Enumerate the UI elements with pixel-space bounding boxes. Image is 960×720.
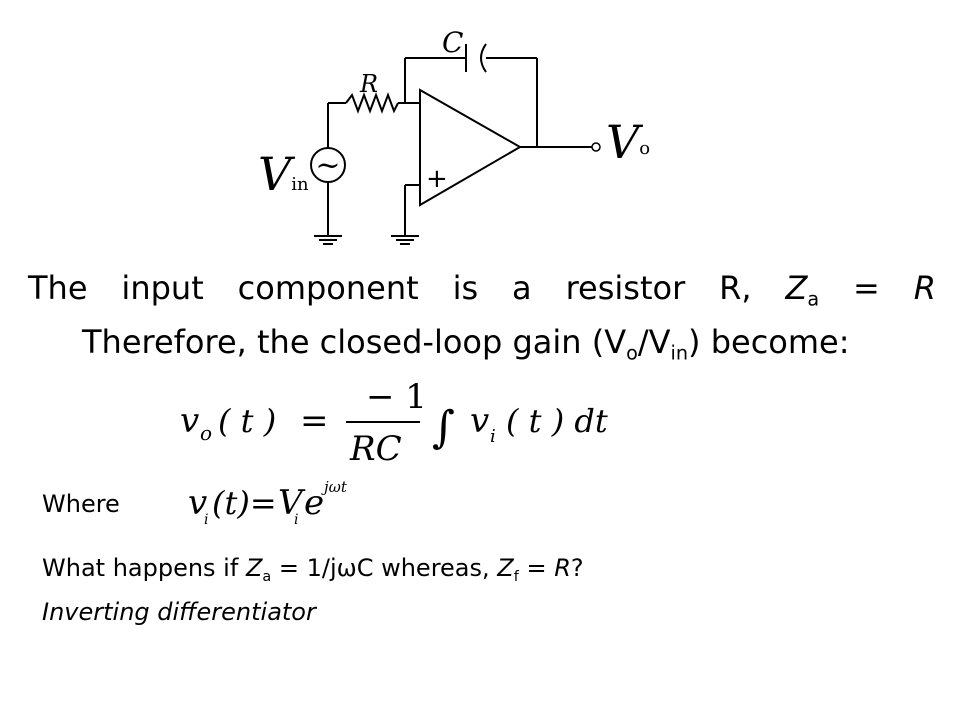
output-terminal xyxy=(591,142,601,152)
vo-label: Vo xyxy=(606,115,650,169)
word: component xyxy=(237,269,419,307)
svg-text:− 1: − 1 xyxy=(366,377,427,417)
svg-text:o: o xyxy=(200,421,212,445)
resistor-label: R xyxy=(359,70,378,98)
capacitor-plate-curved xyxy=(480,43,487,73)
svg-text:v: v xyxy=(180,401,199,441)
answer-line: Inverting differentiator xyxy=(42,598,316,626)
word: R, xyxy=(719,269,752,307)
svg-text:V: V xyxy=(278,483,306,523)
where-equation: v i (t)= V i e jωt xyxy=(188,478,348,528)
svg-text:( t ) dt: ( t ) dt xyxy=(506,402,608,440)
ac-source-symbol xyxy=(310,147,346,183)
svg-text:RC: RC xyxy=(349,429,402,468)
integrator-equation: v o ( t ) = − 1 RC ∫ v i ( t ) dt xyxy=(180,377,608,468)
svg-text:i: i xyxy=(490,426,496,447)
svg-text:v: v xyxy=(470,401,489,441)
svg-text:i: i xyxy=(204,512,208,528)
svg-text:v: v xyxy=(188,483,207,523)
svg-text:(t)=: (t)= xyxy=(212,484,277,522)
word: resistor xyxy=(565,269,686,307)
paragraph-line-1: The input component is a resistor R, Za … xyxy=(28,266,936,310)
integrator-circuit-diagram: ~ C R + Vin Vo xyxy=(258,26,650,245)
capacitor-label: C xyxy=(442,26,463,59)
paragraph-line-2: Therefore, the closed-loop gain (Vo/Vin)… xyxy=(82,323,850,365)
word: a xyxy=(512,269,532,307)
word: input xyxy=(121,269,204,307)
svg-text:=: = xyxy=(300,401,329,441)
r-symbol: R xyxy=(913,269,936,307)
svg-text:i: i xyxy=(294,512,298,528)
question-line: What happens if Za = 1/jωC whereas, Zf =… xyxy=(42,554,584,586)
resistor-symbol xyxy=(345,92,399,114)
equals-sign: = xyxy=(853,269,880,307)
op-amp-triangle xyxy=(419,88,523,207)
svg-text:( t ): ( t ) xyxy=(218,402,276,440)
plus-label: + xyxy=(426,164,448,194)
vin-label: Vin xyxy=(258,147,309,201)
word: The xyxy=(28,269,88,307)
svg-text:e: e xyxy=(304,483,324,523)
svg-text:∫: ∫ xyxy=(432,402,455,453)
word: is xyxy=(452,269,479,307)
where-label: Where xyxy=(42,490,120,518)
za-symbol: Za xyxy=(785,269,820,311)
svg-text:jωt: jωt xyxy=(321,478,348,496)
ac-source-tilde: ~ xyxy=(315,148,340,183)
